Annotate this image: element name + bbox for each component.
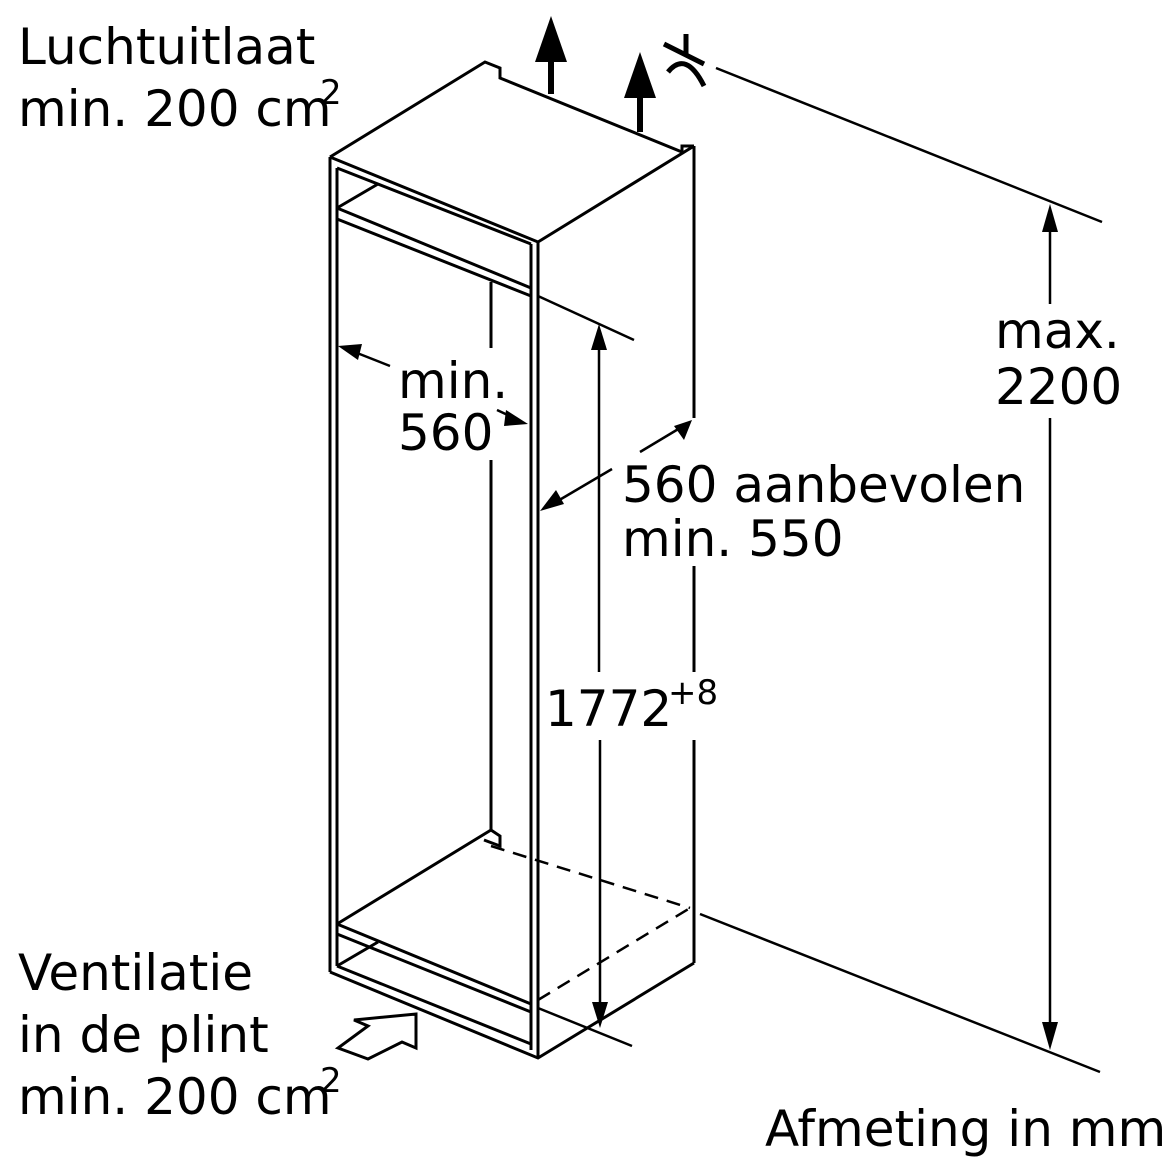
max-height-value: 2200 (995, 358, 1122, 416)
air-outlet-unit-superscript: 2 (320, 73, 342, 113)
air-outlet-label-line1: Luchtuitlaat (18, 18, 315, 76)
plinth-unit-superscript: 2 (320, 1061, 342, 1101)
plinth-ventilation-line1: Ventilatie (18, 944, 253, 1002)
air-inflow-arrow (334, 1012, 418, 1061)
niche-height-dimension (537, 324, 633, 1048)
depth-min-label: min. 550 (622, 510, 844, 568)
air-outlet-label-line2: min. 200 cm (18, 80, 332, 138)
plinth-ventilation-line3: min. 200 cm (18, 1068, 332, 1126)
niche-height-value: 1772 (545, 680, 672, 738)
depth-recommended-label: 560 aanbevolen (622, 456, 1025, 514)
niche-height-tolerance: +8 (668, 673, 718, 713)
cabinet-niche (328, 60, 696, 1060)
niche-width-min-label: min. (398, 352, 508, 410)
niche-width-dimension (338, 344, 528, 426)
max-height-dimension (699, 66, 1103, 1074)
air-outflow-arrow (624, 52, 656, 132)
power-plug-icon (662, 34, 707, 88)
unit-note: Afmeting in mm (765, 1100, 1164, 1158)
max-height-label: max. (995, 302, 1120, 360)
plinth-ventilation-line2: in de plint (18, 1006, 269, 1064)
air-outflow-arrow (535, 16, 567, 94)
niche-depth-dimension (537, 294, 692, 511)
niche-width-value: 560 (398, 404, 493, 462)
